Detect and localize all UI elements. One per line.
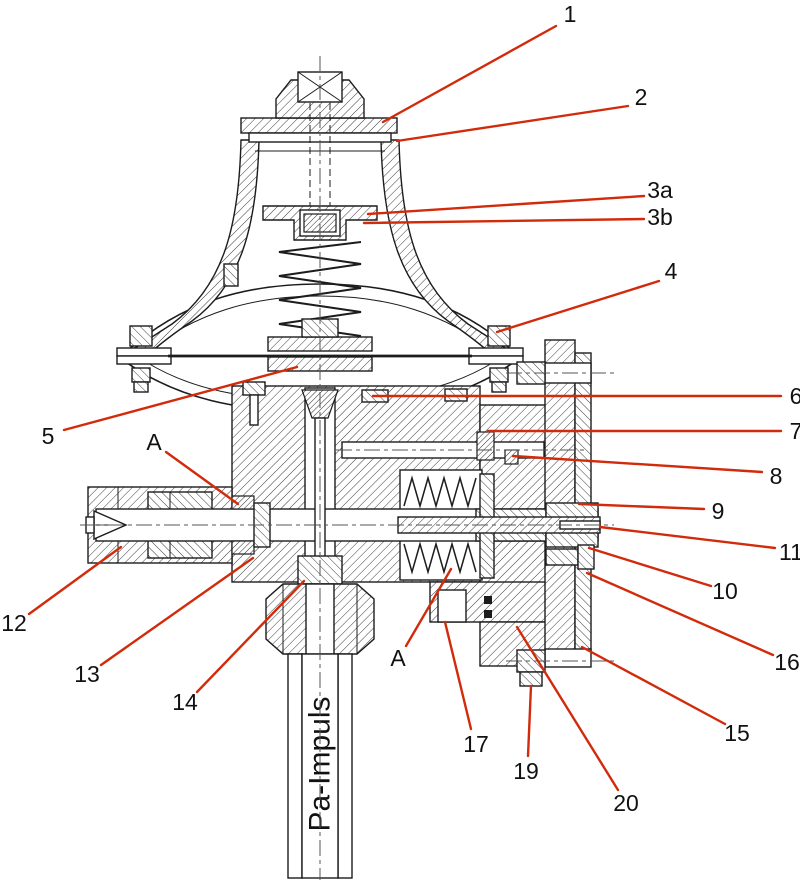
case-flange-right <box>468 325 524 393</box>
flange-lip-upper-right <box>468 347 524 357</box>
callout-label-8: 8 <box>770 463 783 489</box>
flange-bolt-bottom-nut <box>519 671 543 687</box>
callout-3a: 3a <box>366 177 673 216</box>
flange-bolt-head-right <box>487 325 511 347</box>
callout-label-A-lower: A <box>390 645 406 671</box>
callout-15: 15 <box>580 645 750 746</box>
callout-14: 14 <box>172 579 306 715</box>
callout-label-1: 1 <box>564 1 577 27</box>
leader-line-13 <box>99 556 255 667</box>
callout-label-12: 12 <box>1 610 27 636</box>
callout-17: 17 <box>443 620 489 757</box>
leader-line-15 <box>580 645 727 726</box>
callout-label-15: 15 <box>724 720 750 746</box>
callout-10: 10 <box>587 546 738 604</box>
leader-line-11 <box>598 525 777 550</box>
callout-6: 6 <box>371 383 800 409</box>
impulse-pipe-wall-right <box>337 653 353 879</box>
centerlines <box>80 56 614 880</box>
flange-locknut-right <box>491 381 507 393</box>
flange-lip-upper-left <box>116 347 172 357</box>
callout-A-left: A <box>146 429 240 506</box>
leader-line-9 <box>577 502 706 511</box>
case-flange-left <box>116 325 172 393</box>
callout-7: 7 <box>486 418 800 444</box>
leader-line-5 <box>62 365 299 432</box>
leader-line-A-lower <box>404 567 453 648</box>
impulse-pipe-wall-left <box>287 653 303 879</box>
callout-label-17: 17 <box>463 731 489 757</box>
o-ring-lower <box>484 610 492 618</box>
leader-line-A-left <box>164 450 240 506</box>
callout-8: 8 <box>511 454 783 489</box>
callout-9: 9 <box>577 498 725 524</box>
callout-19: 19 <box>513 684 539 784</box>
body-stud-nut-left <box>242 381 266 396</box>
callout-label-16: 16 <box>774 649 800 675</box>
balance-spring-lower <box>403 541 477 575</box>
bonnet-wall-right <box>380 139 517 354</box>
callout-label-3a: 3a <box>647 177 673 203</box>
flange-lip-lower-right <box>468 355 524 365</box>
balance-spring-upper <box>403 475 477 509</box>
callout-4: 4 <box>495 258 678 334</box>
flange-bolt-head-left <box>129 325 153 347</box>
leader-line-8 <box>511 454 764 474</box>
leader-line-3a <box>366 194 646 216</box>
side-bolt-head <box>577 544 595 570</box>
callout-1: 1 <box>381 1 577 124</box>
impulse-connection: Pa-Impuls <box>265 583 375 879</box>
bonnet-wall-left <box>123 139 260 354</box>
leader-line-12 <box>27 545 123 616</box>
callout-label-19: 19 <box>513 758 539 784</box>
callout-2: 2 <box>395 84 648 143</box>
callout-16: 16 <box>585 571 800 675</box>
callout-5: 5 <box>42 365 299 449</box>
leader-line-10 <box>587 546 713 588</box>
callout-label-6: 6 <box>790 383 800 409</box>
leader-line-3b <box>362 217 646 225</box>
valve-seat-lower <box>231 540 255 555</box>
callout-label-5: 5 <box>42 423 55 449</box>
callout-label-2: 2 <box>635 84 648 110</box>
callout-20: 20 <box>515 625 639 816</box>
passage-plug <box>476 431 495 461</box>
callout-13: 13 <box>74 556 255 687</box>
leader-line-17 <box>443 620 473 731</box>
callout-label-20: 20 <box>613 790 639 816</box>
leader-line-19 <box>526 684 533 758</box>
flange-locknut-left <box>133 381 149 393</box>
callout-11: 11 <box>598 525 800 565</box>
o-ring-upper <box>484 596 492 604</box>
flange-nut-right <box>489 367 509 383</box>
callout-label-A-left: A <box>146 429 162 455</box>
callout-label-7: 7 <box>790 418 800 444</box>
callout-label-3b: 3b <box>647 204 673 230</box>
leader-line-16 <box>585 571 775 657</box>
bottom-notch <box>437 589 467 623</box>
leader-line-1 <box>381 24 558 124</box>
callout-label-11: 11 <box>779 539 800 565</box>
callout-label-14: 14 <box>172 689 198 715</box>
callout-3b: 3b <box>362 204 673 230</box>
bonnet-top-plate <box>240 117 398 134</box>
bonnet-side-bolt <box>223 263 239 287</box>
callout-12: 12 <box>1 545 123 636</box>
leader-line-2 <box>395 104 630 143</box>
callout-label-10: 10 <box>712 578 738 604</box>
callout-A-lower: A <box>390 567 453 671</box>
callout-label-9: 9 <box>712 498 725 524</box>
leader-line-4 <box>495 279 661 334</box>
callout-label-13: 13 <box>74 661 100 687</box>
flange-nut-left <box>131 367 151 383</box>
flange-hole-bottom <box>544 648 592 668</box>
callout-label-4: 4 <box>665 258 678 284</box>
leader-line-14 <box>195 579 306 694</box>
flange-lip-lower-left <box>116 355 172 365</box>
body-stud-left <box>249 394 259 426</box>
leader-line-20 <box>515 625 620 792</box>
side-bolt-shank <box>545 548 579 566</box>
